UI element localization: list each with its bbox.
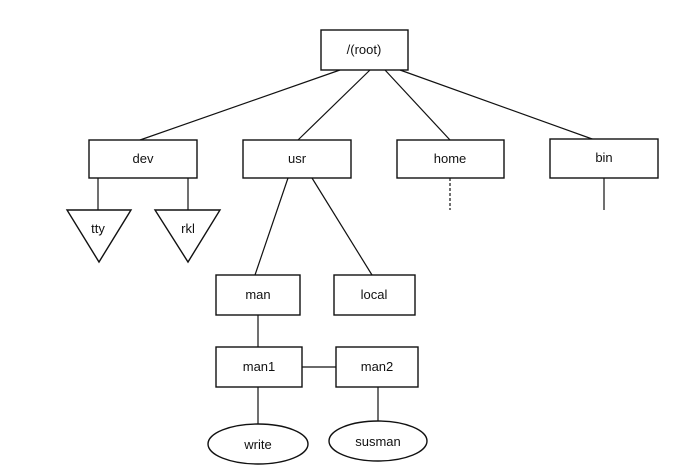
node-man2: man2: [335, 346, 419, 388]
node-tty: tty: [65, 209, 133, 264]
node-man-label: man: [245, 287, 270, 302]
node-man: man: [215, 274, 301, 316]
edge-usr-local: [311, 177, 373, 276]
node-root: /(root): [320, 29, 409, 71]
node-man1: man1: [215, 346, 303, 388]
node-root-label: /(root): [347, 42, 382, 57]
node-local: local: [333, 274, 416, 316]
node-man2-label: man2: [361, 359, 394, 374]
node-usr-label: usr: [288, 151, 307, 166]
node-susman-label: susman: [355, 434, 401, 449]
node-usr: usr: [242, 139, 352, 179]
node-tty-label: tty: [91, 221, 105, 236]
edge-root-usr: [297, 69, 371, 141]
node-home-label: home: [434, 151, 467, 166]
node-bin-label: bin: [595, 150, 612, 165]
node-write-label: write: [243, 437, 271, 452]
edge-usr-man: [254, 177, 289, 276]
node-rkl: rkl: [153, 209, 222, 264]
node-man1-label: man1: [243, 359, 276, 374]
edge-root-home: [384, 69, 451, 141]
node-dev-label: dev: [133, 151, 154, 166]
node-write: write: [207, 423, 309, 465]
node-rkl-label: rkl: [181, 221, 195, 236]
edge-root-dev: [139, 69, 341, 141]
edge-root-bin: [399, 69, 596, 141]
node-local-label: local: [361, 287, 388, 302]
node-dev: dev: [88, 139, 198, 179]
connectors: [97, 69, 605, 426]
node-home: home: [396, 139, 505, 179]
node-susman: susman: [328, 420, 428, 462]
node-bin: bin: [549, 138, 659, 179]
